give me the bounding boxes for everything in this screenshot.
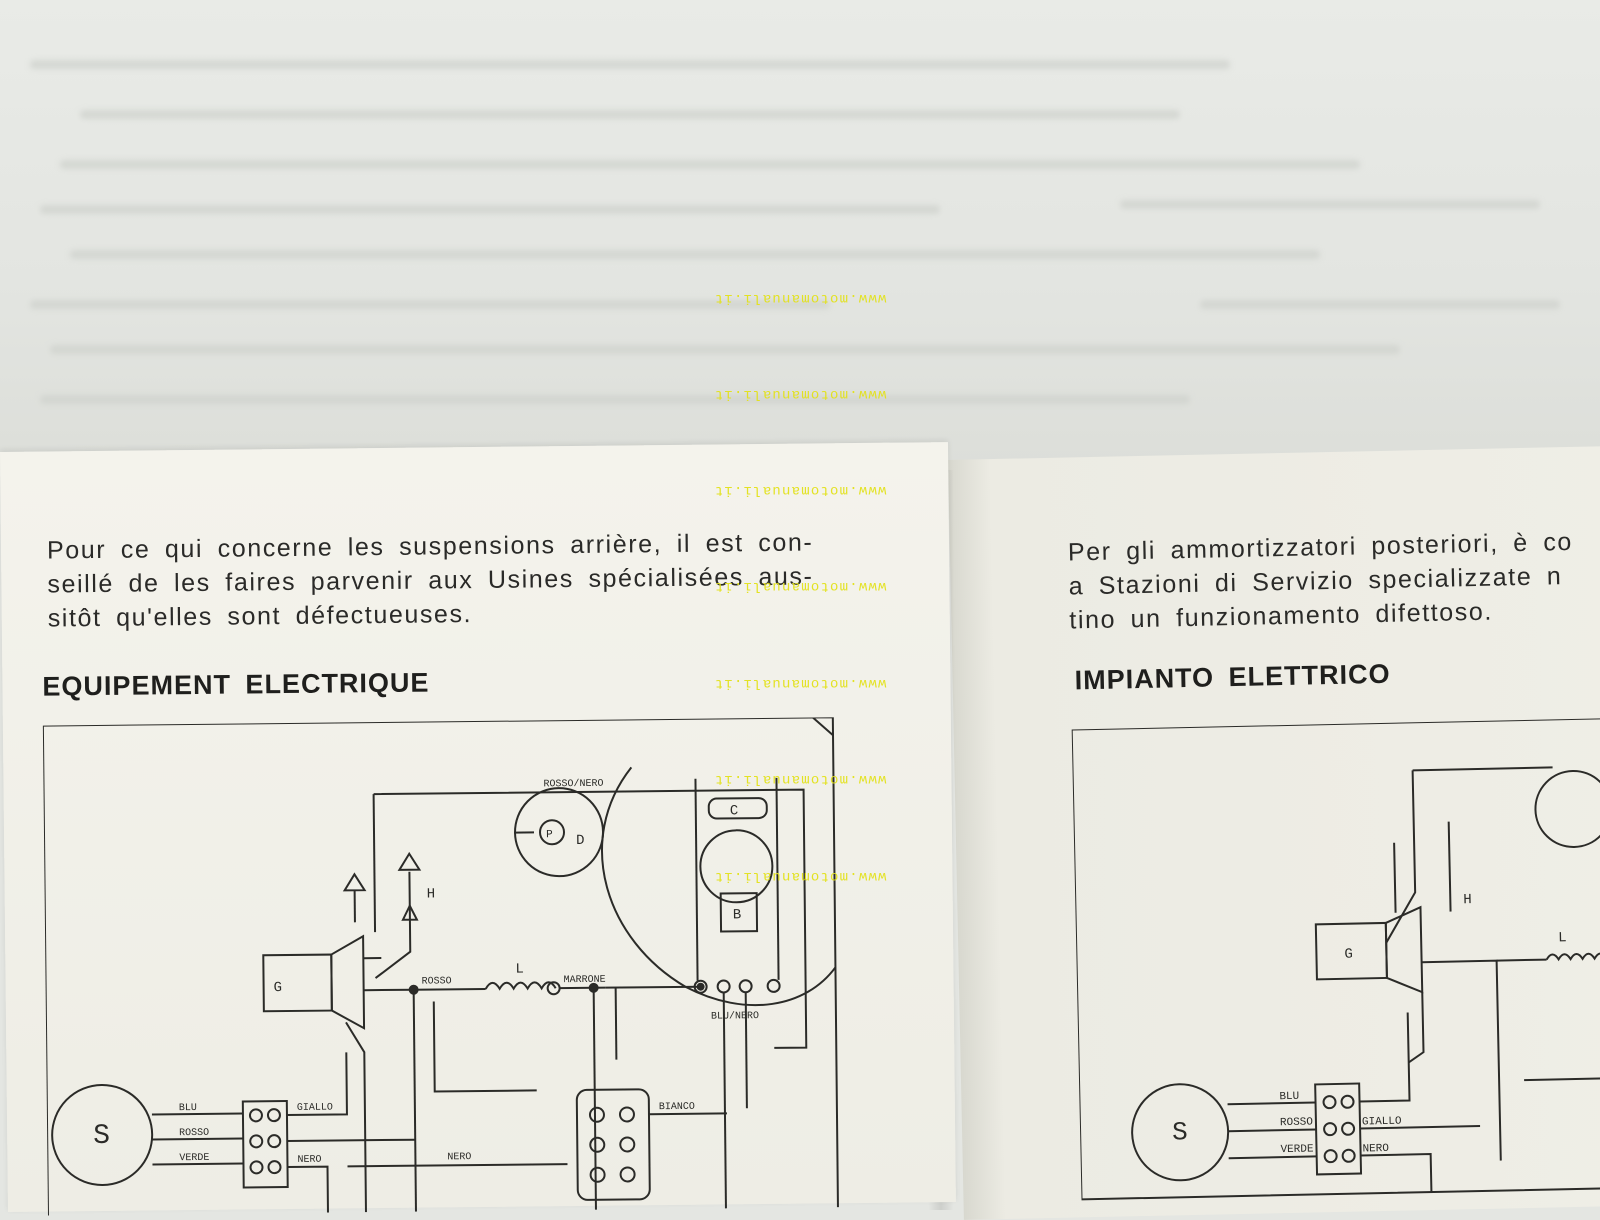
- blurred-text-line: [1120, 200, 1540, 209]
- watermark: www.motomanuali.it: [680, 769, 920, 789]
- component-letter: L: [515, 962, 524, 978]
- wire-label: VERDE: [179, 1153, 209, 1164]
- wire: [1407, 992, 1423, 1062]
- blurred-text-line: [60, 160, 1360, 169]
- wire: [1413, 767, 1553, 770]
- horn-symbol: [331, 936, 364, 1028]
- italian-heading: IMPIANTO ELETTRICO: [1074, 659, 1391, 697]
- wiring-diagram-right: BLU ROSSO VERDE GIALLO NERO G H L S: [1072, 718, 1600, 1210]
- ground-arrow: [344, 874, 364, 890]
- wire-label: NERO: [1362, 1143, 1389, 1156]
- coil-symbol: [1546, 953, 1600, 959]
- blurred-text-line: [50, 345, 1400, 354]
- component-letter: B: [733, 907, 742, 923]
- wire: [746, 992, 747, 1108]
- wiring-diagram-left: BLU ROSSO VERDE GIALLO NERO ROSSO MARRON…: [43, 717, 856, 1215]
- right-page: Per gli ammortizzatori posteriori, è co …: [948, 445, 1600, 1219]
- wire: [346, 1022, 366, 1212]
- component-letter: H: [1463, 892, 1472, 908]
- wire-label: BLU/NERO: [711, 1010, 759, 1023]
- wire: [364, 990, 414, 991]
- french-heading: EQUIPEMENT ELECTRIQUE: [42, 668, 429, 703]
- headlamp-symbol: [1535, 770, 1600, 848]
- horn-symbol: [1385, 907, 1422, 993]
- wire-label: MARRONE: [564, 975, 606, 986]
- component-letter: G: [1344, 947, 1353, 963]
- wire: [288, 1167, 328, 1213]
- wire: [348, 1164, 568, 1166]
- wire-label: ROSSO: [1280, 1116, 1314, 1129]
- coil-symbol: [486, 982, 556, 989]
- watermark: www.motomanuali.it: [680, 480, 920, 500]
- arc-line: [601, 765, 836, 1006]
- ground-arrow: [399, 854, 419, 870]
- wire: [1228, 1102, 1316, 1104]
- wire-label: NERO: [447, 1152, 471, 1163]
- blurred-text-line: [70, 250, 1320, 259]
- wire-label: ROSSO: [179, 1128, 209, 1139]
- wire: [287, 1140, 415, 1141]
- blurred-text-line: [80, 110, 1180, 119]
- component-letter: C: [730, 803, 739, 819]
- watermark: www.motomanuali.it: [680, 384, 920, 404]
- wire: [1497, 960, 1547, 961]
- wire-label: GIALLO: [297, 1103, 333, 1114]
- wire: [1358, 1012, 1410, 1101]
- watermark: www.motomanuali.it: [680, 673, 920, 693]
- italian-paragraph: Per gli ammortizzatori posteriori, è co …: [1068, 525, 1575, 638]
- wire: [1449, 822, 1451, 912]
- component-letter: S: [1172, 1117, 1188, 1147]
- watermark: www.motomanuali.it: [680, 866, 920, 886]
- component-letter: H: [427, 886, 436, 902]
- wire: [152, 1113, 243, 1114]
- blurred-text-line: [30, 60, 1230, 69]
- blurred-text-line: [1200, 300, 1560, 309]
- wire-label: GIALLO: [1362, 1116, 1402, 1129]
- wire: [1361, 1154, 1432, 1193]
- wire: [1228, 1129, 1316, 1131]
- component-letter: G: [274, 980, 283, 996]
- wire: [1394, 843, 1395, 913]
- wire: [434, 1000, 537, 1091]
- blurred-text-line: [40, 205, 940, 214]
- wire-label: BLU: [1279, 1091, 1299, 1103]
- wire-label: VERDE: [1280, 1143, 1314, 1156]
- wire: [1524, 1078, 1600, 1080]
- wire: [414, 990, 416, 1212]
- watermark: www.motomanuali.it: [680, 288, 920, 308]
- paragraph-line: sitôt qu'elles sont défectueuses.: [48, 593, 815, 635]
- wire-label: ROSSO/NERO: [543, 778, 603, 791]
- wire: [414, 989, 486, 990]
- component-letter: P: [546, 829, 553, 841]
- wire-label: ROSSO: [422, 976, 452, 987]
- wire: [724, 992, 726, 1208]
- component-letter: S: [93, 1121, 110, 1152]
- switch-block: [577, 1089, 650, 1200]
- wire-label: BIANCO: [659, 1102, 695, 1113]
- wire: [1422, 961, 1501, 1163]
- blurred-text-line: [40, 395, 1190, 404]
- diagram-frame: [43, 717, 838, 1215]
- wire: [606, 987, 701, 988]
- wire: [1229, 1156, 1317, 1158]
- wire: [374, 872, 410, 978]
- wire: [374, 794, 375, 932]
- wire: [616, 988, 617, 1060]
- left-page: Pour ce qui concerne les suspensions arr…: [0, 442, 956, 1212]
- wire-label: BLU: [179, 1103, 197, 1114]
- component-letter: D: [576, 833, 585, 849]
- frame-corner: [813, 717, 833, 735]
- wire: [649, 1113, 727, 1114]
- watermark: www.motomanuali.it: [680, 576, 920, 596]
- wire: [594, 988, 596, 1210]
- component-letter: L: [1558, 930, 1567, 946]
- wire-label: NERO: [297, 1155, 321, 1166]
